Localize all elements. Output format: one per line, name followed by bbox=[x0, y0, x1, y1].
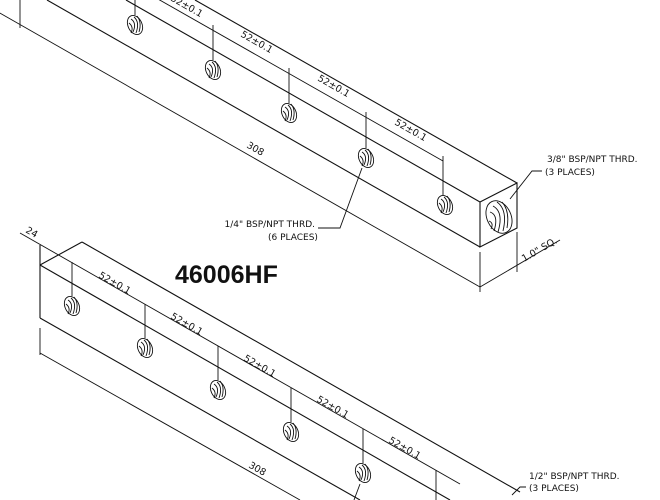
side-callout-leader bbox=[318, 167, 363, 229]
bottom-bar-top-edge bbox=[39, 264, 451, 500]
side-callout-count: (6 PLACES) bbox=[268, 233, 318, 243]
bottom-bar-bottom-edge bbox=[39, 317, 361, 500]
bottom-bar-end-edge bbox=[39, 241, 83, 266]
spacing-dimension-line bbox=[158, 0, 444, 162]
section-dimension-line bbox=[479, 239, 561, 288]
spacing-label: 52±0.1 bbox=[315, 394, 351, 421]
section-label: 1.0" SQ. bbox=[520, 236, 559, 265]
spacing-label: 52±0.1 bbox=[316, 73, 352, 100]
spacing-label: 52±0.1 bbox=[393, 117, 429, 144]
spacing-label: 52±0.1 bbox=[169, 0, 205, 20]
spacing-label: 52±0.1 bbox=[169, 311, 205, 338]
side-callout-size: 1/4" BSP/NPT THRD. bbox=[224, 220, 315, 230]
end-callout-leader bbox=[509, 170, 542, 200]
end-callout-count: (3 PLACES) bbox=[529, 484, 579, 494]
top-bar-back-edge bbox=[194, 0, 518, 184]
spacing-label: 52±0.1 bbox=[97, 270, 133, 297]
length-dimension-line bbox=[0, 12, 481, 288]
spacing-label: 52±0.1 bbox=[242, 353, 278, 380]
side-callout-leader bbox=[353, 483, 361, 500]
top-bar-end-face bbox=[479, 182, 518, 248]
spacing-label: 52±0.1 bbox=[387, 435, 423, 462]
top-bar-top-edge bbox=[125, 0, 481, 203]
top-bar-bottom-edge bbox=[46, 0, 481, 248]
length-dimension-line bbox=[39, 352, 301, 500]
part-number-title: 46006HF bbox=[175, 261, 278, 289]
bottom-bar-back-edge bbox=[81, 241, 521, 493]
spacing-dimension-line bbox=[19, 232, 461, 485]
end-callout-size: 3/8" BSP/NPT THRD. bbox=[547, 155, 638, 165]
top-bar: 308 1.0" SQ. 52±0.1 52±0.1 52±0.1 52±0.1… bbox=[0, 0, 638, 292]
spacing-label: 52±0.1 bbox=[239, 29, 275, 56]
offset-label: 24 bbox=[24, 225, 40, 241]
end-callout-leader bbox=[511, 486, 526, 496]
bottom-bar: 308 24 52±0.1 52±0.1 52±0.1 52±0.1 52±0.… bbox=[19, 225, 620, 500]
end-callout-size: 1/2" BSP/NPT THRD. bbox=[529, 472, 620, 482]
length-label: 308 bbox=[245, 140, 266, 159]
end-callout-count: (3 PLACES) bbox=[545, 168, 595, 178]
